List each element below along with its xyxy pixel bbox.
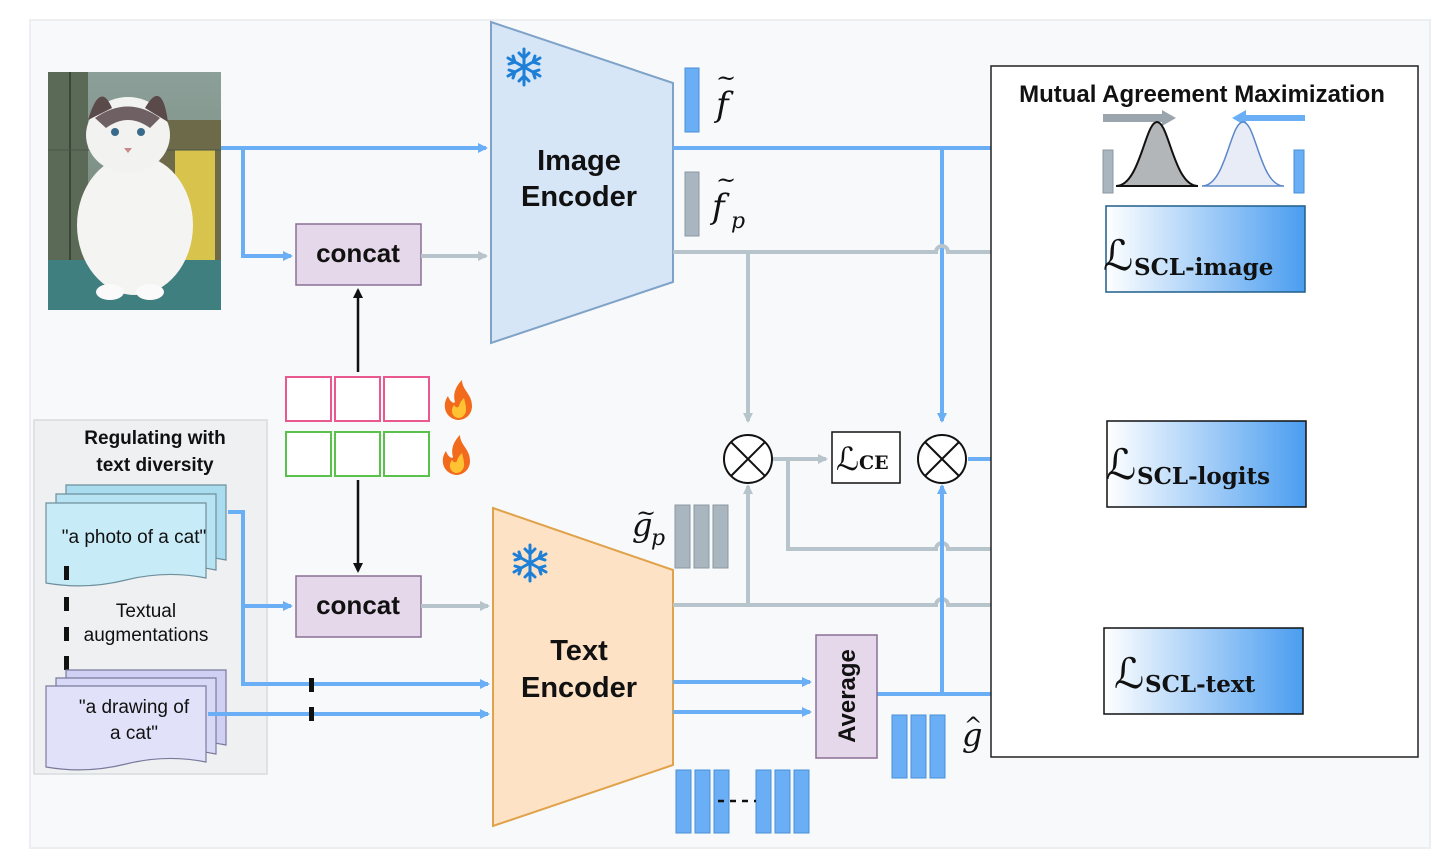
average-label: Average — [834, 649, 861, 743]
scl-image-script-l: ℒ — [1103, 231, 1133, 280]
prompt-1-text: "a photo of a cat" — [62, 527, 206, 548]
gp-label: g — [632, 506, 652, 544]
image-encoder — [490, 20, 674, 345]
prompt-document-stack-2 — [45, 669, 227, 771]
fp-sub: p — [731, 209, 745, 234]
text-encoder-label-1: Text — [550, 635, 608, 667]
concat-top-box — [295, 223, 422, 286]
dash-mark — [309, 707, 314, 721]
scl-text-sub: SCL-text — [1145, 671, 1256, 698]
snowflake-icon — [512, 543, 548, 583]
text-diversity-title-2: text diversity — [96, 455, 214, 476]
distribution-illustration — [1102, 110, 1305, 194]
prompt-document-stack-1 — [45, 484, 227, 587]
fire-icon — [442, 435, 470, 475]
g-hat-label: g — [962, 716, 982, 754]
otimes-icon — [723, 434, 773, 484]
lce-script-l: ℒ — [836, 440, 859, 478]
gp-feature-bars — [674, 504, 729, 569]
arrow-prompt-to-concat — [228, 510, 293, 611]
lce-box — [831, 431, 901, 484]
g-feature-bars — [891, 714, 946, 779]
text-diversity-title-1: Regulating with — [84, 428, 225, 449]
text-encoder — [492, 506, 674, 828]
aug-label-1: Textual — [116, 601, 176, 622]
cat-image — [48, 72, 221, 310]
text-encoder-label-2: Encoder — [521, 672, 637, 704]
fp-feature-bar — [684, 171, 700, 237]
lce-sub: CE — [859, 452, 889, 474]
concat-bottom-label: concat — [316, 590, 400, 620]
fp-tilde-mark: ~ — [716, 166, 736, 194]
scl-logits-script-l: ℒ — [1106, 440, 1136, 489]
fire-icon — [444, 380, 472, 420]
scl-logits-loss-box — [1106, 420, 1307, 508]
arrow-image-to-concat — [241, 148, 293, 261]
mutual-agreement-title: Mutual Agreement Maximization — [1019, 81, 1385, 108]
gp-sub: p — [651, 526, 665, 551]
concat-bottom-box — [295, 575, 422, 638]
image-encoder-label-2: Encoder — [521, 181, 637, 213]
text-prompt-tokens — [285, 431, 430, 477]
snowflake-icon — [506, 47, 542, 87]
aug-label-2: augmentations — [84, 625, 209, 646]
arrow-fp-to-scl-image — [673, 244, 1102, 257]
scl-text-script-l: ℒ — [1114, 649, 1144, 698]
dashed-separator — [64, 566, 69, 670]
f-feature-bar — [684, 67, 700, 133]
scl-text-loss-box — [1103, 627, 1304, 715]
average-box — [815, 634, 878, 759]
concat-top-label: concat — [316, 238, 400, 268]
text-feature-bars — [675, 769, 810, 834]
image-encoder-label-1: Image — [537, 145, 621, 177]
scl-image-sub: SCL-image — [1134, 254, 1273, 281]
gp-tilde-mark: ~ — [636, 499, 656, 527]
prompt-2-text-2: a cat" — [110, 723, 158, 744]
dash-mark — [309, 678, 314, 692]
prompt-2-text-1: "a drawing of — [79, 697, 190, 718]
image-prompt-tokens — [285, 376, 430, 422]
f-tilde-mark: ~ — [716, 64, 736, 92]
g-hat-mark: ^ — [964, 714, 982, 739]
scl-logits-sub: SCL-logits — [1137, 463, 1270, 490]
scl-image-loss-box — [1105, 205, 1306, 293]
otimes-icon — [917, 434, 967, 484]
arrow-prompt1-to-text-encoder — [241, 606, 490, 689]
